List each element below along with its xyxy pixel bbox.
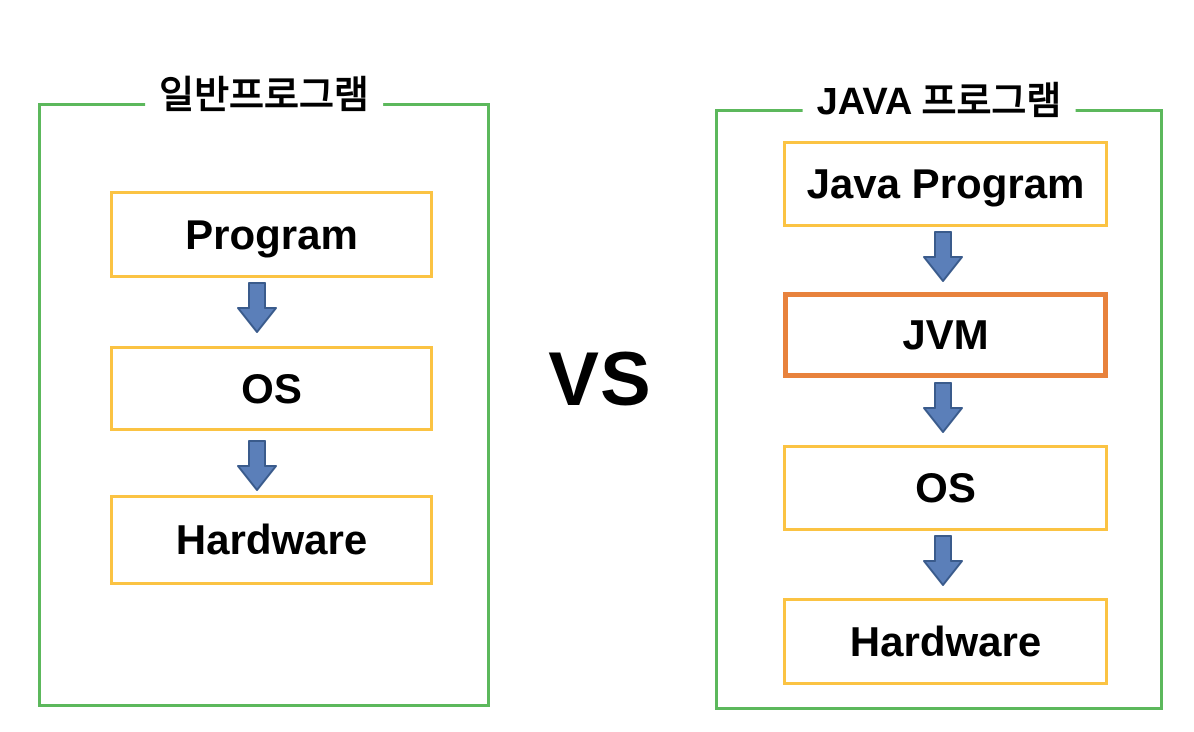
os-box-right-label: OS bbox=[915, 464, 976, 511]
os-box-left: OS bbox=[110, 346, 433, 431]
down-arrow-icon bbox=[923, 535, 963, 587]
program-box-label: Program bbox=[185, 210, 358, 258]
down-arrow-icon bbox=[923, 382, 963, 434]
normal-program-panel: 일반프로그램 Program OS Hardware bbox=[38, 76, 490, 707]
hardware-box-right-label: Hardware bbox=[849, 617, 1042, 665]
down-arrow-icon bbox=[237, 282, 277, 334]
down-arrow-icon bbox=[923, 231, 963, 283]
down-arrow-icon bbox=[237, 440, 277, 492]
normal-program-panel-title: 일반프로그램 bbox=[145, 76, 383, 116]
program-box: Program bbox=[110, 191, 433, 278]
hardware-box-right: Hardware bbox=[783, 598, 1108, 685]
os-box-left-label: OS bbox=[241, 364, 302, 412]
java-program-panel-title: JAVA 프로그램 bbox=[802, 82, 1076, 122]
java-program-box-label: Java Program bbox=[806, 160, 1085, 207]
hardware-box-left-label: Hardware bbox=[175, 516, 368, 563]
java-program-panel: JAVA 프로그램 Java Program JVM OS Hardware bbox=[715, 82, 1163, 710]
jvm-box: JVM bbox=[783, 292, 1108, 378]
java-program-box: Java Program bbox=[783, 141, 1108, 227]
hardware-box-left: Hardware bbox=[110, 495, 433, 585]
vs-label: VS bbox=[548, 337, 652, 422]
jvm-box-label: JVM bbox=[902, 311, 989, 358]
os-box-right: OS bbox=[783, 445, 1108, 531]
